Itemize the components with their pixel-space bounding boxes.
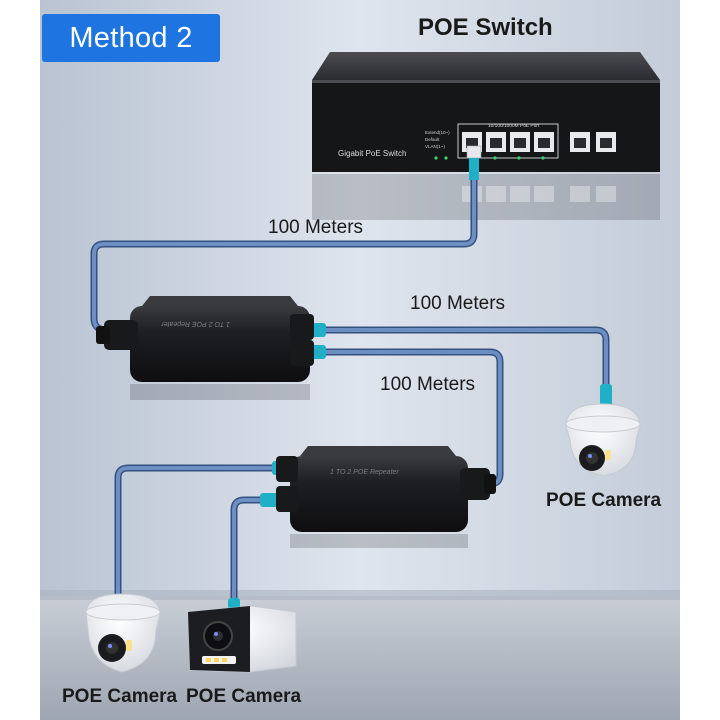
poe-repeater-icon — [276, 446, 496, 548]
dome-camera-icon — [85, 593, 161, 673]
bullet-camera-icon — [187, 605, 297, 673]
repeater-2-label: 1 TO 2 POE Repeater — [330, 469, 399, 476]
svg-text:Default: Default — [425, 137, 440, 142]
camera-label: POE Camera — [62, 686, 178, 707]
camera-label: POE Camera — [546, 490, 662, 511]
switch-ports-label: 10/100/1000M PoE Port — [488, 123, 540, 129]
method-badge: Method 2 — [42, 14, 220, 62]
switch-panel-label: Gigabit PoE Switch — [338, 149, 406, 158]
repeater-1-label: 1 TO 2 POE Repeater — [161, 320, 230, 327]
dome-camera-icon — [565, 403, 641, 477]
svg-text:VLAN(1~): VLAN(1~) — [425, 144, 445, 149]
cable-length-label: 100 Meters — [410, 293, 506, 314]
svg-text:Extend(10~): Extend(10~) — [425, 130, 450, 135]
switch-title: POE Switch — [418, 14, 553, 41]
cable-length-label: 100 Meters — [268, 217, 364, 238]
cable-length-label: 100 Meters — [380, 374, 476, 395]
poe-repeater-icon — [96, 296, 314, 400]
camera-label: POE Camera — [186, 686, 302, 707]
network-switch-icon: Extend(10~) Default VLAN(1~) — [312, 52, 660, 220]
